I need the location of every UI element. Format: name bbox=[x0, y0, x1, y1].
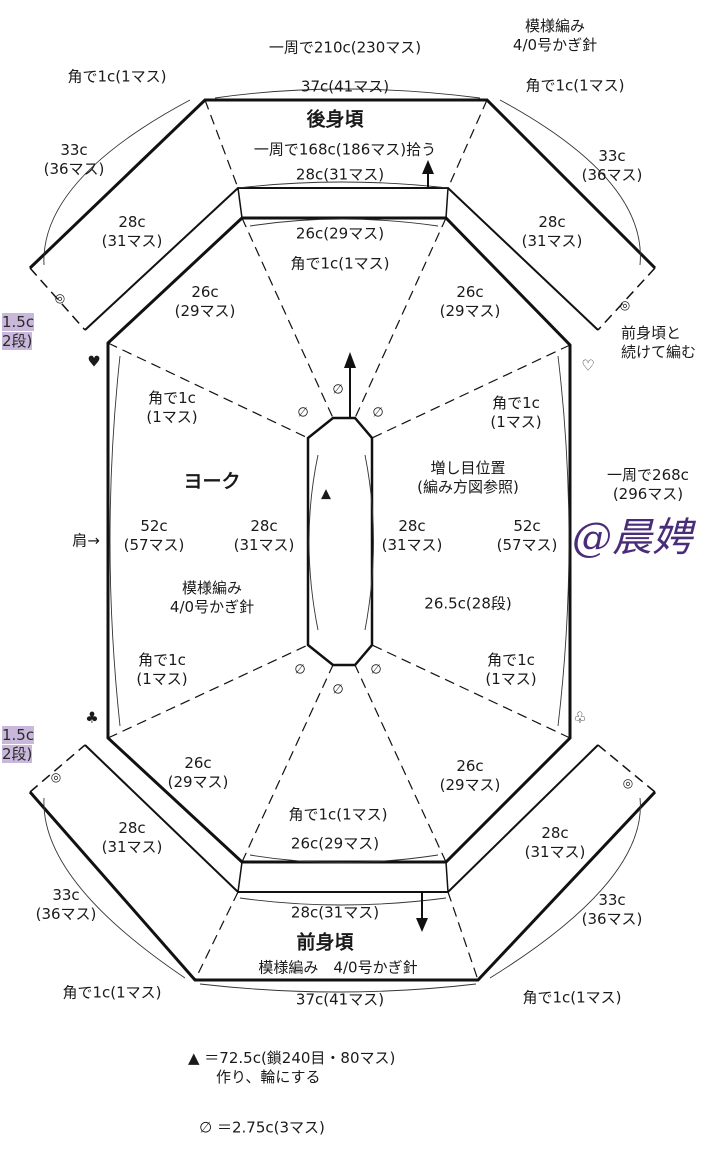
back-pickup: 一周で168c(186マス)拾う bbox=[253, 140, 437, 159]
front-mark-left: ◎ bbox=[50, 770, 62, 784]
back-left-end bbox=[29, 267, 86, 331]
open-heart-marker: ♡ bbox=[581, 356, 595, 375]
yoke-top-inner: 26c(29マス) bbox=[295, 224, 385, 243]
slash-mark: ∅ bbox=[332, 382, 344, 398]
back-inner-width: 28c(31マス) bbox=[295, 165, 385, 184]
front-right-inner: 28c(31マス) bbox=[524, 824, 586, 861]
neck-left-length: 28c(31マス) bbox=[233, 517, 295, 554]
shoulder-label: 肩→ bbox=[72, 531, 100, 550]
yoke-lower-right: 26c(29マス) bbox=[439, 757, 501, 794]
author-signature: @晨娉 bbox=[572, 515, 692, 561]
yoke-rows: 26.5c(28段) bbox=[424, 594, 512, 613]
front-outer-edge bbox=[28, 790, 657, 982]
open-club-marker: ♧ bbox=[573, 708, 587, 727]
back-mark-right: ◎ bbox=[619, 298, 631, 312]
back-left-corner: 角で1c(1マス) bbox=[67, 67, 167, 86]
front-left-diagonal bbox=[194, 891, 239, 981]
heart-marker: ♥ bbox=[87, 352, 101, 371]
yoke-top-band bbox=[237, 187, 243, 219]
legend-triangle: ▲ ＝72.5c(鎖240目・80マス)作り、輪にする bbox=[188, 1049, 396, 1086]
back-right-outer: 33c(36マス) bbox=[581, 147, 643, 184]
back-right-corner: 角で1c(1マス) bbox=[525, 76, 625, 95]
slash-mark: ∅ bbox=[297, 405, 309, 421]
front-mark-right: ◎ bbox=[622, 776, 634, 790]
back-top-width: 37c(41マス) bbox=[300, 77, 390, 96]
back-round-top: 一周で210c(230マス) bbox=[268, 38, 422, 57]
back-left-inner: 28c(31マス) bbox=[101, 213, 163, 250]
slash-mark: ∅ bbox=[370, 662, 382, 678]
slash-mark: ∅ bbox=[332, 682, 344, 698]
yoke-bottom-inner: 26c(29マス) bbox=[290, 834, 380, 853]
front-pattern: 模様編み 4/0号かぎ針 bbox=[258, 958, 418, 977]
yoke-top-corner: 角で1c(1マス) bbox=[290, 254, 390, 273]
yoke-bottom-corner: 角で1c(1マス) bbox=[288, 805, 388, 824]
legend-slash: ∅ ＝2.75c(3マス) bbox=[199, 1118, 325, 1137]
yoke-lower-left: 26c(29マス) bbox=[167, 754, 229, 791]
yoke-round-side: 一周で268c(296マス) bbox=[607, 466, 689, 503]
back-inner-edge bbox=[84, 187, 599, 331]
yoke-right-corner-bot: 角で1c(1マス) bbox=[485, 651, 537, 688]
back-right-inner: 28c(31マス) bbox=[521, 213, 583, 250]
front-title: 前身頃 bbox=[296, 931, 354, 954]
front-right-end bbox=[597, 744, 656, 793]
yoke-left-corner-top: 角で1c(1マス) bbox=[146, 389, 198, 426]
front-right-outer: 33c(36マス) bbox=[581, 891, 643, 928]
back-left-diagonal bbox=[204, 99, 239, 189]
increase-position: 増し目位置(編み方図参照) bbox=[417, 459, 519, 496]
front-left-inner: 28c(31マス) bbox=[101, 819, 163, 856]
yoke-left-side: 52c(57マス) bbox=[123, 517, 185, 554]
back-title: 後身頃 bbox=[306, 108, 364, 131]
back-mark-left: ◎ bbox=[54, 291, 66, 305]
front-band-right bbox=[445, 861, 449, 893]
front-right-corner: 角で1c(1マス) bbox=[522, 988, 622, 1007]
yoke-upper-left: 26c(29マス) bbox=[174, 283, 236, 320]
yoke-right-side: 52c(57マス) bbox=[496, 517, 558, 554]
yoke-title: ヨーク bbox=[183, 470, 241, 493]
yoke-top-band-r bbox=[445, 187, 449, 219]
front-left-corner: 角で1c(1マス) bbox=[62, 983, 162, 1002]
back-right-end bbox=[597, 267, 656, 331]
front-inner-edge bbox=[84, 744, 599, 893]
slash-mark: ∅ bbox=[294, 662, 306, 678]
club-marker: ♣ bbox=[85, 708, 99, 727]
front-inner-width: 28c(31マス) bbox=[290, 903, 380, 922]
front-right-diagonal bbox=[447, 891, 479, 981]
yoke-upper-right: 26c(29マス) bbox=[439, 283, 501, 320]
back-right-diagonal bbox=[447, 99, 488, 189]
front-left-outer: 33c(36マス) bbox=[35, 886, 97, 923]
back-outer-edge bbox=[28, 98, 657, 270]
slash-mark: ∅ bbox=[372, 405, 384, 421]
front-left-end bbox=[29, 744, 86, 793]
neck-right-length: 28c(31マス) bbox=[381, 517, 443, 554]
front-band-left bbox=[237, 861, 243, 893]
yoke-right-corner-top: 角で1c(1マス) bbox=[490, 394, 542, 431]
back-left-outer: 33c(36マス) bbox=[43, 141, 105, 178]
front-bottom-width: 37c(41マス) bbox=[295, 990, 385, 1009]
yoke-triangle: ▲ bbox=[321, 486, 331, 502]
yoke-left-corner-bot: 角で1c(1マス) bbox=[136, 651, 188, 688]
front-continue-note: 前身頃と続けて編む bbox=[621, 324, 697, 361]
